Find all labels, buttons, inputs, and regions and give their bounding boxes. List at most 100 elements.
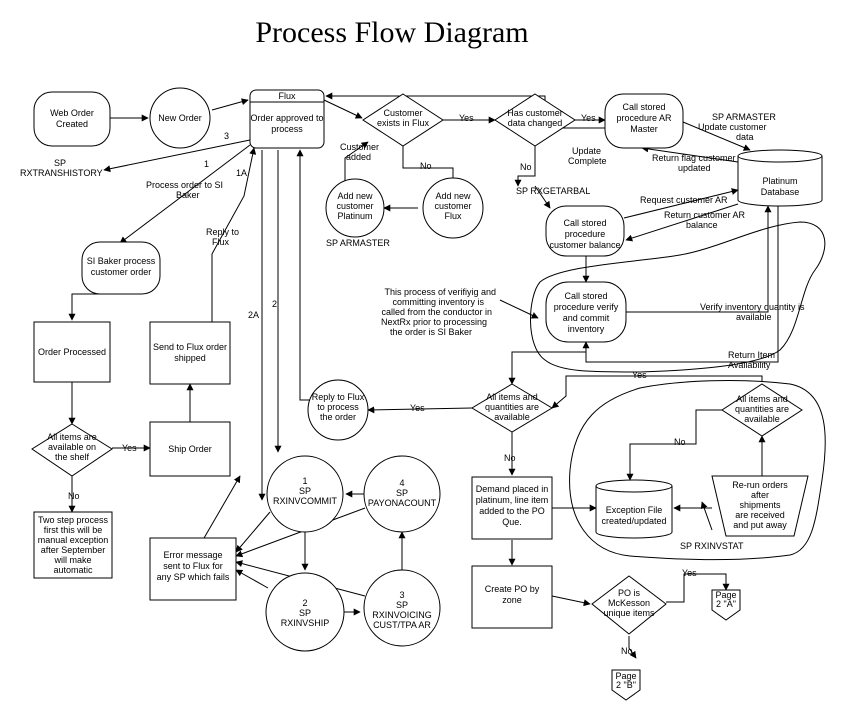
new-order-node: New Order (149, 87, 211, 149)
label-no-po: No (621, 646, 633, 656)
edge-rxinvstat-to-rerun (700, 501, 713, 531)
edge-avail-to-reply (367, 406, 473, 414)
label-yes-changed: Yes (581, 113, 596, 123)
edge-verify-to-avail (508, 342, 587, 385)
label-num-1: 1 (204, 159, 209, 169)
edge-createpo-to-mckesson (551, 595, 591, 607)
verify-group-outline (530, 221, 826, 373)
edge-rxgetarbal-to-balance (534, 185, 551, 209)
edge-mckesson-no (628, 636, 637, 659)
label-request-ar: Request customer AR (640, 195, 728, 205)
edge-addplat-to-flux (344, 141, 369, 184)
label-num-1a: 1A (236, 168, 247, 178)
order-processed-node: Order Processed (33, 321, 111, 383)
svg-text:Ship Order: Ship Order (168, 444, 212, 454)
label-no-changed: No (520, 162, 532, 172)
label-yes-exists: Yes (459, 113, 474, 123)
edge-flux-to-sibaker (119, 144, 251, 244)
edge-balance-to-db (623, 188, 739, 219)
edge-mckesson-yes (666, 573, 730, 603)
edge-db-to-balance (625, 203, 739, 242)
label-no-avail: No (504, 453, 516, 463)
label-no-shelf: No (68, 491, 80, 501)
edge-flux-to-history (103, 139, 251, 173)
label-yes-shelf: Yes (122, 443, 137, 453)
label-yes-top: Yes (632, 370, 647, 380)
label-sp-rxgetarbal: SP RXGETARBAL (516, 186, 590, 196)
edge-db-to-armaster (641, 145, 739, 163)
label-sp-rxinvstat: SP RXINVSTAT (680, 541, 744, 551)
edge-error-to-flux (199, 475, 241, 546)
edge-ship-to-error (235, 569, 269, 589)
edge-reply-to-flux (296, 149, 310, 401)
label-no-exists: No (420, 161, 432, 171)
ship-order-node: Ship Order (149, 421, 231, 477)
label-no-rerun: No (674, 437, 686, 447)
edge-avail2-no (626, 409, 722, 481)
diagram-title: Process Flow Diagram (255, 16, 528, 49)
label-num-2a: 2A (248, 310, 259, 320)
svg-text:New Order: New Order (158, 113, 202, 123)
label-num-3: 3 (224, 131, 229, 141)
label-num-2: 2 (272, 299, 277, 309)
edge-verify-to-db (625, 205, 772, 313)
edge-avail2-yes (551, 375, 763, 409)
edge-sibaker-to-processed (68, 293, 120, 321)
